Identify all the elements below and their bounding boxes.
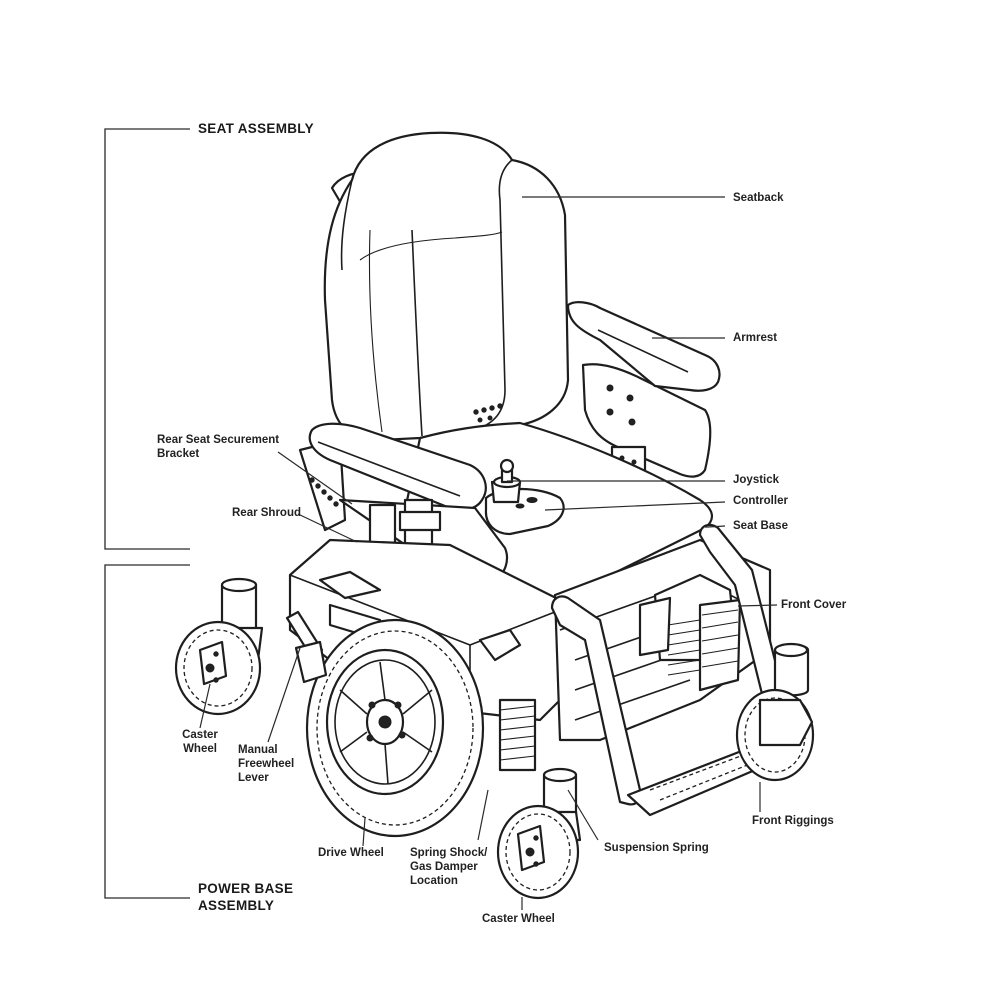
front-right-caster-shape (735, 688, 815, 782)
label-joystick: Joystick (733, 474, 780, 486)
label-armrest: Armrest (733, 332, 778, 344)
power-base-assembly-title: POWER BASE ASSEMBLY (198, 881, 294, 913)
label-seat-base: Seat Base (733, 520, 788, 532)
rear-caster-wheel-shape (174, 577, 264, 716)
label-manual-freewheel-lever: Manual Freewheel Lever (238, 744, 295, 784)
label-spring-shock-gas-damper-location: Spring Shock/ Gas Damper Location (410, 847, 488, 887)
leader-lines (199, 196, 778, 910)
power-base-assembly-bracket (104, 564, 190, 899)
label-front-cover: Front Cover (781, 599, 847, 611)
label-seatback: Seatback (733, 192, 784, 204)
label-caster-wheel-rear: Caster Wheel (182, 729, 218, 755)
seatback-shape (323, 131, 570, 442)
bottom-caster-wheel-shape (496, 767, 582, 900)
label-caster-wheel-front: Caster Wheel (482, 913, 555, 925)
seat-assembly-bracket (104, 128, 190, 550)
drive-wheel-shape (305, 618, 485, 838)
joystick-controller-shape (484, 458, 565, 536)
label-suspension-spring: Suspension Spring (604, 842, 709, 854)
spring-shock (498, 698, 537, 772)
label-front-riggings: Front Riggings (752, 815, 834, 827)
seat-assembly-title: SEAT ASSEMBLY (198, 121, 314, 136)
label-controller: Controller (733, 495, 788, 507)
label-rear-shroud: Rear Shroud (232, 507, 302, 519)
label-drive-wheel: Drive Wheel (318, 847, 384, 859)
freewheel-lever-shape (285, 610, 328, 684)
label-rear-seat-securement-bracket: Rear Seat Securement Bracket (157, 434, 280, 460)
